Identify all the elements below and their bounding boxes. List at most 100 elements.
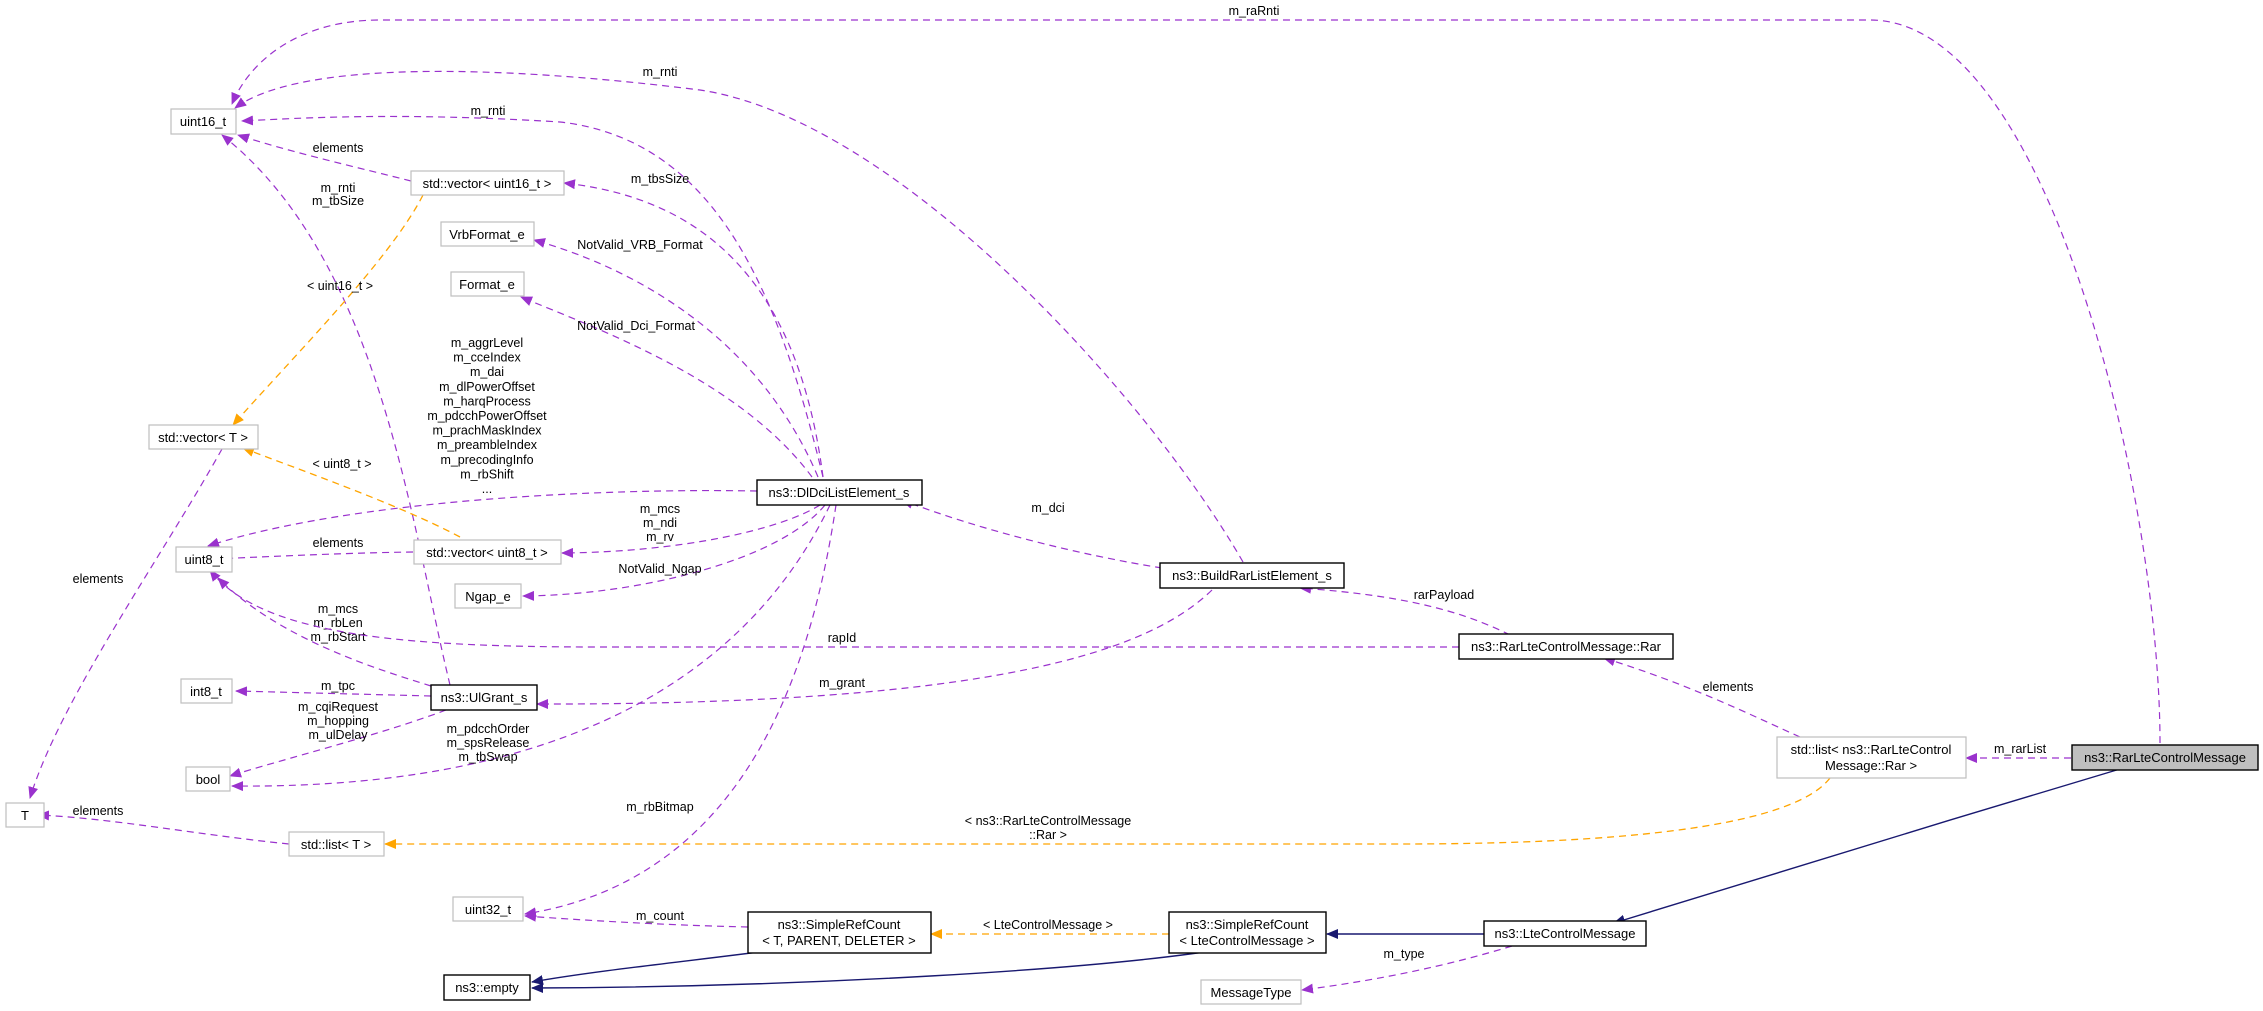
node-format-e[interactable]: Format_e xyxy=(450,271,525,297)
edge-rbbitmap xyxy=(524,504,837,918)
node-vrbformat[interactable]: VrbFormat_e xyxy=(440,221,535,247)
svg-text:std::list< ns3::RarLteControl: std::list< ns3::RarLteControl xyxy=(1791,742,1952,757)
node-uint32-t[interactable]: uint32_t xyxy=(452,896,524,922)
edge-label-m-rnti-top: m_rnti xyxy=(643,65,678,79)
edge-mcs-ndi-rv xyxy=(561,504,821,558)
node-t[interactable]: T xyxy=(5,802,45,828)
edge-elements-u16 xyxy=(237,133,412,182)
edge-label-m-grant: m_grant xyxy=(819,676,865,690)
edge-label-tmpl-rar-2: ::Rar > xyxy=(1029,828,1067,842)
edge-label-line: m_pdcchPowerOffset xyxy=(427,409,547,423)
node-dldcilistelement[interactable]: ns3::DlDciListElement_s xyxy=(756,479,923,506)
edge-label-line: m_rbLen xyxy=(313,616,362,630)
edge-label-line: m_rbStart xyxy=(311,630,366,644)
edge-label-elements-t: elements xyxy=(73,572,124,586)
edge-tmpl-uint16 xyxy=(232,194,424,426)
edge-label-m-tpc: m_tpc xyxy=(321,679,355,693)
edge-rarpayload xyxy=(1299,583,1511,636)
node-bool[interactable]: bool xyxy=(185,766,231,792)
edges: m_raRnti m_rnti m_rnti elements m_rnti m… xyxy=(28,4,2161,994)
node-vector-uint16[interactable]: std::vector< uint16_t > xyxy=(410,170,565,196)
node-list-t[interactable]: std::list< T > xyxy=(288,831,385,857)
edge-m-grant xyxy=(536,589,1213,710)
edge-tmpl-uint8 xyxy=(242,447,461,538)
nodes: uint16_t std::vector< uint16_t > VrbForm… xyxy=(5,108,2259,1005)
node-simplerefcount-t[interactable]: ns3::SimpleRefCount < T, PARENT, DELETER… xyxy=(747,911,932,954)
node-rarltecontrolmessage[interactable]: ns3::RarLteControlMessage xyxy=(2071,744,2259,771)
edge-label-line: m_hopping xyxy=(307,714,369,728)
edge-label-line: m_ndi xyxy=(643,516,677,530)
svg-text:ns3::SimpleRefCount: ns3::SimpleRefCount xyxy=(778,917,901,932)
edge-label-rbbitmap: m_rbBitmap xyxy=(626,800,693,814)
edge-label-rarpayload: rarPayload xyxy=(1414,588,1474,602)
edge-label-tmpl-rar-1: < ns3::RarLteControlMessage xyxy=(965,814,1131,828)
node-ns3-empty[interactable]: ns3::empty xyxy=(443,974,531,1001)
edge-m-raRnti xyxy=(231,19,2161,744)
node-ltecontrolmessage[interactable]: ns3::LteControlMessage xyxy=(1483,920,1647,947)
edge-cqi xyxy=(229,709,447,778)
edge-label-line: m_rv xyxy=(646,530,675,544)
edge-label-line: m_dai xyxy=(470,365,504,379)
node-simplerefcount-lte[interactable]: ns3::SimpleRefCount < LteControlMessage … xyxy=(1168,911,1327,954)
svg-text:std::vector< T >: std::vector< T > xyxy=(158,430,248,445)
edge-dci-fields xyxy=(207,489,758,548)
edge-m-rnti-buildrar xyxy=(234,70,1244,563)
edge-label-notvalid-ngap: NotValid_Ngap xyxy=(618,562,701,576)
edge-label-line: m_cceIndex xyxy=(453,351,521,365)
svg-text:ns3::SimpleRefCount: ns3::SimpleRefCount xyxy=(1186,917,1309,932)
edge-label-m-raRnti: m_raRnti xyxy=(1229,4,1280,18)
node-list-rar[interactable]: std::list< ns3::RarLteControl Message::R… xyxy=(1776,736,1967,779)
edge-label-m-count: m_count xyxy=(636,909,684,923)
node-vector-uint8[interactable]: std::vector< uint8_t > xyxy=(413,539,562,565)
edge-m-count xyxy=(524,911,749,928)
edge-notvalid-dci xyxy=(520,296,813,478)
edge-elements-list-t xyxy=(37,810,290,845)
node-uint8-t[interactable]: uint8_t xyxy=(175,546,233,573)
edge-label-m-dci: m_dci xyxy=(1031,501,1064,515)
edge-label-line: m_spsRelease xyxy=(447,736,530,750)
svg-text:Ngap_e: Ngap_e xyxy=(465,589,511,604)
edge-label-line: m_mcs xyxy=(318,602,358,616)
edge-label-rapid: rapId xyxy=(828,631,857,645)
edge-label-line: m_tbSwap xyxy=(458,750,517,764)
edge-label-line: ... xyxy=(482,482,492,496)
svg-text:std::list< T >: std::list< T > xyxy=(301,837,371,852)
svg-text:bool: bool xyxy=(196,772,221,787)
edge-label-line: m_cqiRequest xyxy=(298,700,378,714)
node-rar[interactable]: ns3::RarLteControlMessage::Rar xyxy=(1458,633,1674,660)
svg-text:ns3::RarLteControlMessage: ns3::RarLteControlMessage xyxy=(2084,750,2246,765)
edge-label-m-tbssize: m_tbsSize xyxy=(631,172,689,186)
node-ngap-e[interactable]: Ngap_e xyxy=(454,583,522,609)
svg-text:std::vector< uint16_t >: std::vector< uint16_t > xyxy=(423,176,552,191)
node-uint16-t[interactable]: uint16_t xyxy=(170,108,237,135)
edge-label-elements-rar: elements xyxy=(1703,680,1754,694)
svg-text:ns3::LteControlMessage: ns3::LteControlMessage xyxy=(1495,926,1636,941)
edge-label-notvalid-vrb: NotValid_VRB_Format xyxy=(577,238,703,252)
edge-m-type xyxy=(1301,945,1513,994)
svg-text:MessageType: MessageType xyxy=(1211,985,1292,1000)
edge-label-tmpl-uint8: < uint8_t > xyxy=(312,457,371,471)
edge-label-line: m_mcs xyxy=(640,502,680,516)
edge-label-m-rarlist: m_rarList xyxy=(1994,742,2047,756)
edge-pdcch xyxy=(231,504,831,792)
svg-text:ns3::empty: ns3::empty xyxy=(455,980,519,995)
node-messagetype[interactable]: MessageType xyxy=(1200,979,1302,1005)
svg-text:uint16_t: uint16_t xyxy=(180,114,227,129)
edge-tmpl-rar xyxy=(384,777,1831,849)
node-int8-t[interactable]: int8_t xyxy=(180,678,233,704)
edge-m-rnti-tbsize xyxy=(221,134,451,686)
node-ulgrant[interactable]: ns3::UlGrant_s xyxy=(430,684,538,711)
edge-m-dci xyxy=(901,499,1163,569)
edge-label-notvalid-dci: NotValid_Dci_Format xyxy=(577,319,695,333)
svg-text:ns3::BuildRarListElement_s: ns3::BuildRarListElement_s xyxy=(1172,568,1332,583)
edge-label-m-rnti-tbsize-2: m_tbSize xyxy=(312,194,364,208)
node-vector-t[interactable]: std::vector< T > xyxy=(148,424,259,450)
edge-label-line: m_dlPowerOffset xyxy=(439,380,535,394)
edge-elements-u8 xyxy=(214,551,414,564)
edge-label-tmpl-uint16: < uint16_t > xyxy=(307,279,373,293)
edge-m-tpc xyxy=(235,686,432,697)
node-buildrarlistelement[interactable]: ns3::BuildRarListElement_s xyxy=(1159,562,1345,589)
